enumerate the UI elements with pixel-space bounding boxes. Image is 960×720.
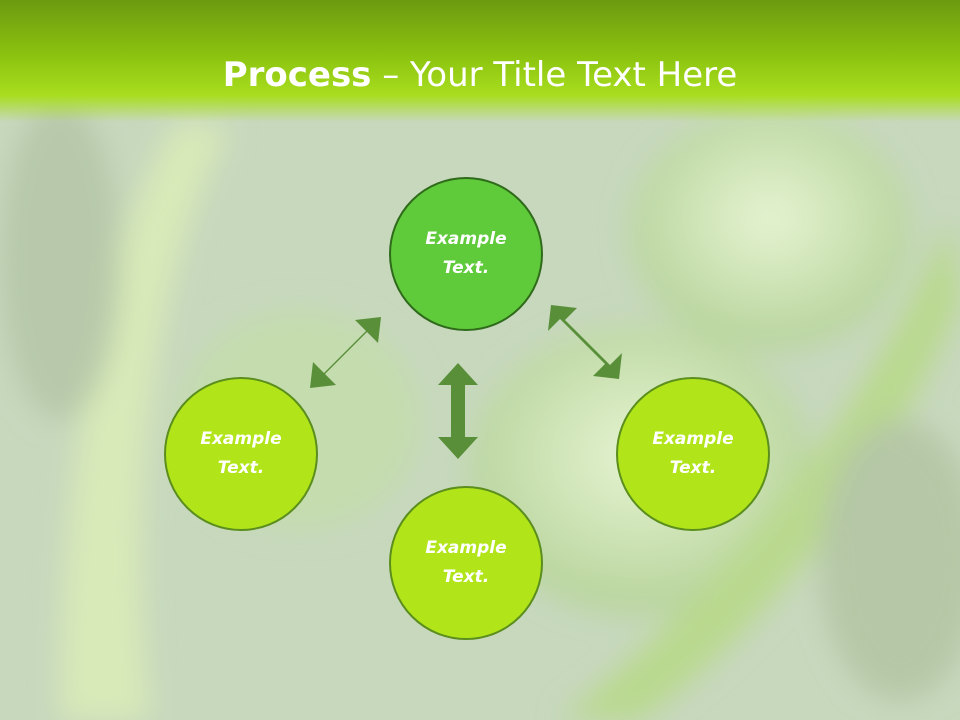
node-top-text: Example Text.	[411, 225, 521, 283]
double-arrow-vertical	[438, 363, 478, 459]
node-top-line1: Example	[425, 229, 507, 249]
slide-title: Process – Your Title Text Here	[0, 52, 960, 98]
node-bottom-line2: Text.	[442, 567, 490, 587]
node-right-line1: Example	[652, 429, 734, 449]
node-right-line2: Text.	[669, 458, 717, 478]
node-bottom-line1: Example	[425, 538, 507, 558]
node-left-line2: Text.	[217, 458, 265, 478]
title-rest: – Your Title Text Here	[371, 55, 738, 95]
node-left-line1: Example	[200, 429, 282, 449]
title-bar	[0, 0, 960, 122]
process-node-right: Example Text.	[616, 377, 770, 531]
double-arrow-top-right	[548, 305, 622, 379]
node-left-text: Example Text.	[186, 425, 296, 483]
node-bottom-text: Example Text.	[411, 534, 521, 592]
double-arrow-top-left	[310, 317, 381, 388]
process-node-left: Example Text.	[164, 377, 318, 531]
title-bold: Process	[222, 55, 372, 95]
process-node-bottom: Example Text.	[389, 486, 543, 640]
process-node-top: Example Text.	[389, 177, 543, 331]
node-right-text: Example Text.	[638, 425, 748, 483]
node-top-line2: Text.	[442, 258, 490, 278]
